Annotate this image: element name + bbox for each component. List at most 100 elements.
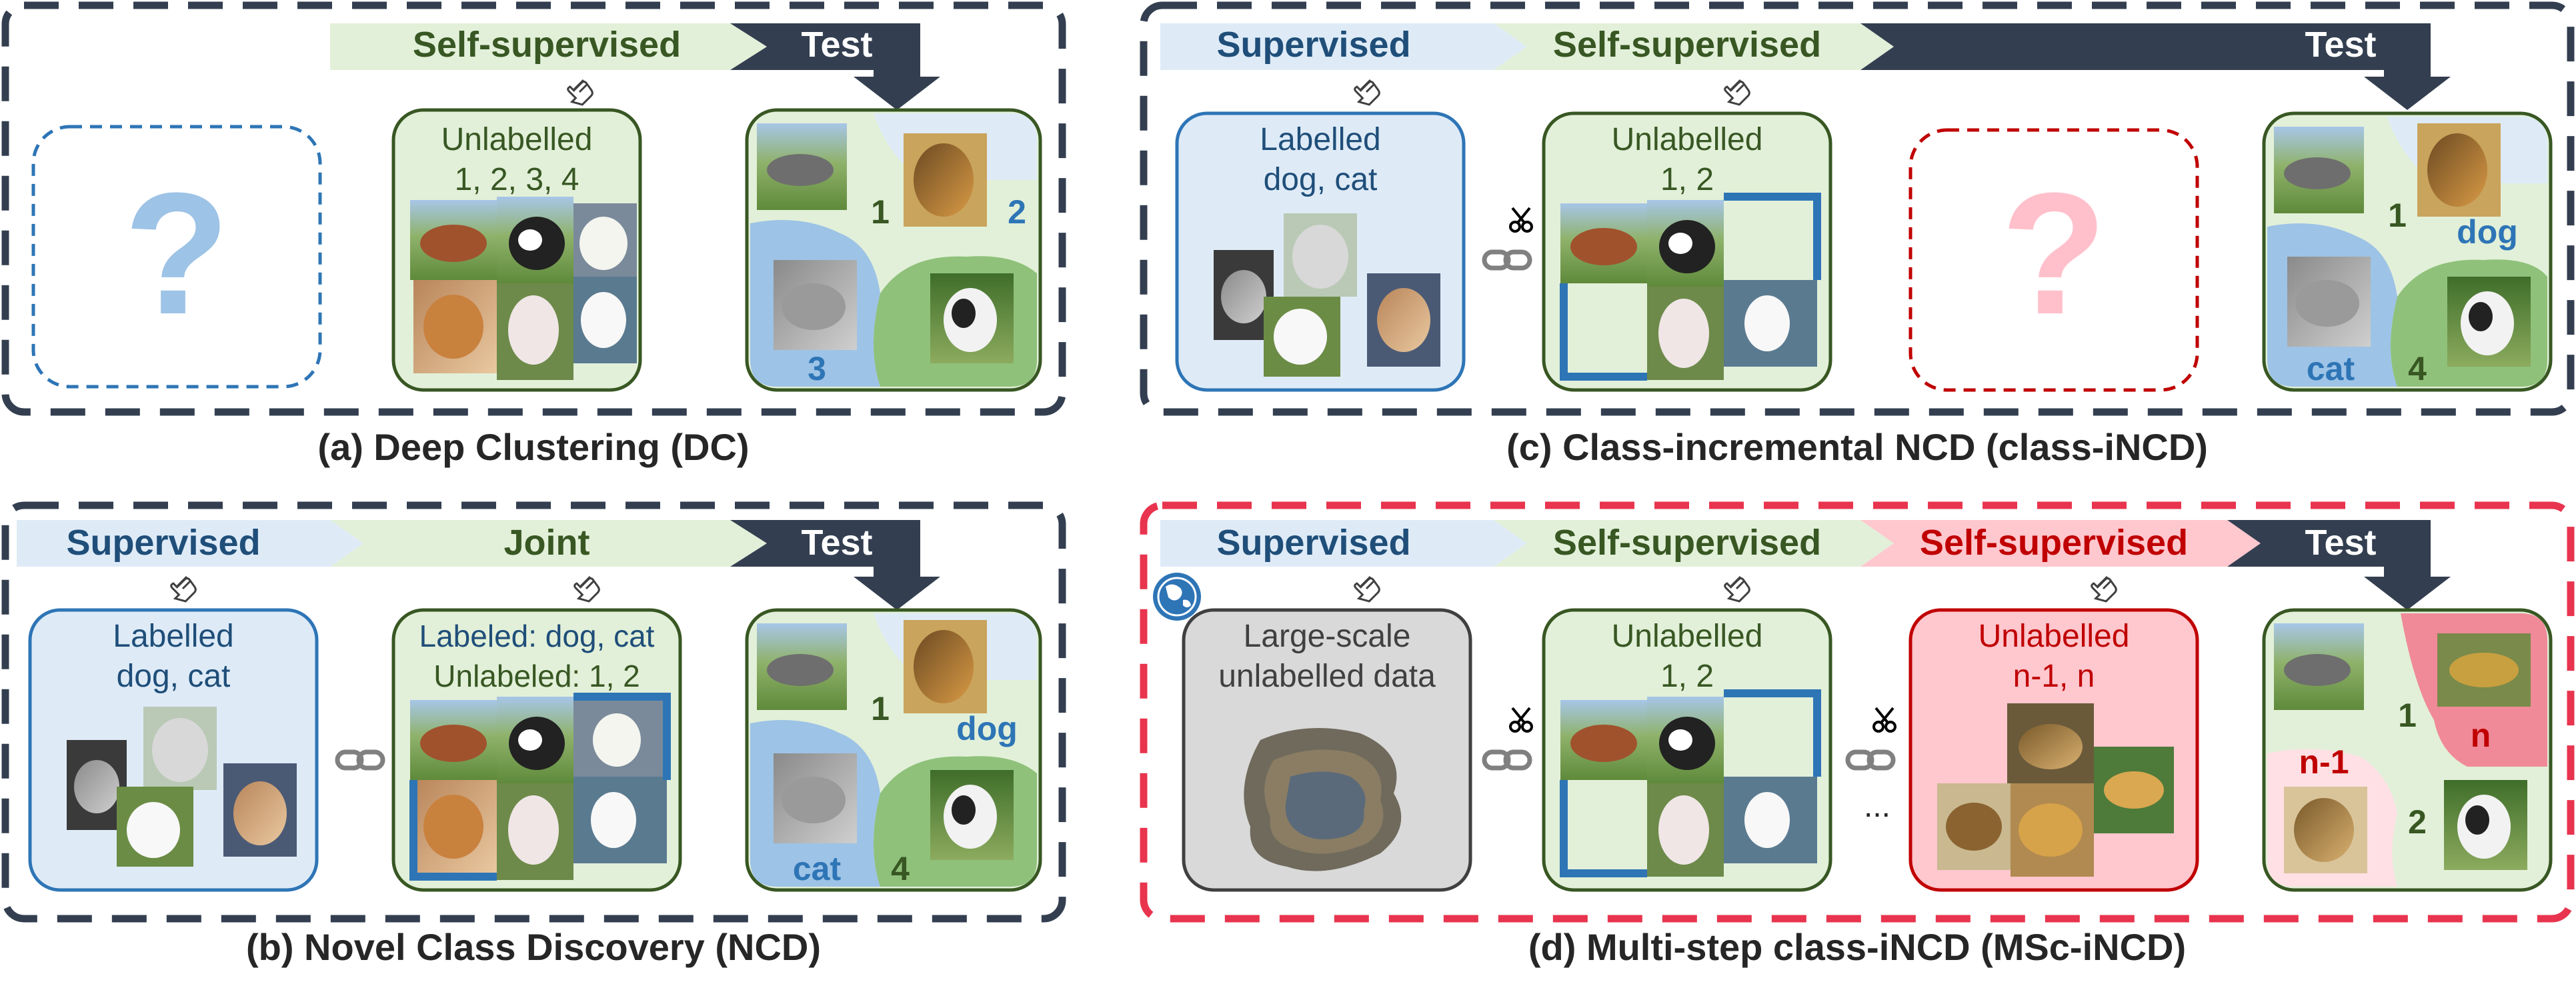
unlabelled-title: Unlabelled xyxy=(1612,619,1763,654)
test-label-1: 1 xyxy=(2388,197,2407,234)
unlabelled-classes: 1, 2, 3, 4 xyxy=(455,162,579,197)
test-result-box: 1 dog cat 4 xyxy=(745,608,1042,892)
supervised-stage-arrow xyxy=(1160,23,1527,70)
panel-c: Supervised Self-supervised Test Labelled… xyxy=(1140,1,2575,416)
question-mark-icon: ? xyxy=(124,157,230,351)
stage-label-supervised: Supervised xyxy=(66,523,260,563)
stage-label-test: Test xyxy=(2305,25,2376,65)
panel-b: Supervised Joint Test Labelled dog, cat … xyxy=(1,501,1066,923)
test-label-n-minus-1: n-1 xyxy=(2299,743,2349,781)
caption-a: (a) Deep Clustering (DC) xyxy=(317,426,749,468)
unlabelled-2-classes: n-1, n xyxy=(2013,659,2095,694)
large-scale-line1: Large-scale xyxy=(1244,619,1411,654)
labelled-title: Labelled xyxy=(113,619,234,654)
unlabelled-title: Unlabelled xyxy=(1612,122,1763,157)
self-supervised-2-stage-arrow xyxy=(1860,520,2261,567)
self-supervised-stage-arrow xyxy=(330,23,767,70)
caption-b: (b) Novel Class Discovery (NCD) xyxy=(246,926,821,968)
caption-c: (c) Class-incremental NCD (class-iNCD) xyxy=(1506,426,2208,468)
stage-label-supervised: Supervised xyxy=(1216,523,1410,563)
hand-pointer-icon xyxy=(1349,572,1383,607)
test-label-cat: cat xyxy=(793,850,842,887)
test-result-box: 1 dog cat 4 xyxy=(2262,111,2553,392)
test-stage-arrow xyxy=(730,23,940,110)
test-label-cat: cat xyxy=(2307,350,2355,387)
test-label-2: 2 xyxy=(1008,193,1026,231)
unlabelled-2-title: Unlabelled xyxy=(1979,619,2130,654)
self-supervised-stage-arrow xyxy=(1494,520,1894,567)
joint-stage-arrow xyxy=(330,520,767,567)
stage-label-self-supervised-2: Self-supervised xyxy=(1920,523,2188,563)
caption-d: (d) Multi-step class-iNCD (MSc-iNCD) xyxy=(1528,926,2186,968)
unlabelled-image-collage xyxy=(410,197,637,380)
test-label-4: 4 xyxy=(2408,350,2427,387)
unlabelled-classes: 1, 2 xyxy=(1660,162,1714,197)
stage-label-test: Test xyxy=(2305,523,2376,563)
panel-a: Self-supervised Test ? Unlabelled 1, 2, … xyxy=(1,1,1066,416)
test-label-n: n xyxy=(2471,717,2491,754)
scissors-icon xyxy=(1872,707,1896,733)
test-label-1: 1 xyxy=(871,690,890,727)
test-label-4: 4 xyxy=(891,850,910,887)
joint-labeled-line: Labeled: dog, cat xyxy=(419,619,655,653)
labelled-image-collage xyxy=(67,707,297,867)
lion-leopard-image-collage xyxy=(1937,703,2174,877)
scissors-icon xyxy=(1509,707,1533,733)
panel-c-border xyxy=(1140,1,2575,416)
ellipsis: ... xyxy=(1864,789,1890,824)
test-result-box: 1 2 3 xyxy=(745,108,1042,392)
empty-unlabelled-box xyxy=(1908,128,2199,392)
stage-label-joint: Joint xyxy=(504,523,590,563)
chain-link-icon xyxy=(1484,752,1530,768)
unlabelled-image-collage xyxy=(1560,193,1821,381)
labelled-classes: dog, cat xyxy=(117,659,231,694)
stage-label-supervised: Supervised xyxy=(1216,25,1410,65)
self-supervised-stage-arrow xyxy=(1494,23,1894,70)
test-label-dog: dog xyxy=(956,710,1018,747)
supervised-stage-arrow xyxy=(1160,520,1527,567)
test-stage-arrow xyxy=(2227,520,2451,610)
stage-label-self-supervised: Self-supervised xyxy=(1553,25,1821,65)
test-label-dog: dog xyxy=(2457,213,2518,251)
joint-image-collage xyxy=(409,693,671,881)
large-scale-line2: unlabelled data xyxy=(1218,659,1436,694)
stage-label-self-supervised: Self-supervised xyxy=(413,25,681,65)
labelled-title: Labelled xyxy=(1260,122,1381,157)
test-stage-arrow xyxy=(730,520,940,610)
joint-unlabeled-line: Unlabeled: 1, 2 xyxy=(433,659,639,693)
hand-pointer-icon xyxy=(562,75,596,110)
hand-pointer-icon xyxy=(569,572,603,607)
hand-pointer-icon xyxy=(165,572,199,607)
large-scale-image-mosaic xyxy=(1244,728,1402,871)
stage-label-test: Test xyxy=(801,523,872,563)
test-stage-arrow xyxy=(1860,23,2451,110)
scissors-icon xyxy=(1509,207,1533,233)
unlabelled-classes: 1, 2 xyxy=(1660,659,1714,694)
panel-d: Supervised Self-supervised Self-supervis… xyxy=(1140,501,2575,923)
panel-d-border xyxy=(1140,501,2575,923)
question-mark-icon: ? xyxy=(2001,157,2107,351)
test-label-1: 1 xyxy=(871,193,890,231)
chain-link-icon xyxy=(337,752,383,768)
panel-b-border xyxy=(1,501,1066,923)
test-label-3: 3 xyxy=(808,350,826,387)
stage-label-self-supervised: Self-supervised xyxy=(1553,523,1821,563)
labelled-classes: dog, cat xyxy=(1264,162,1378,197)
test-label-1: 1 xyxy=(2398,697,2417,734)
hand-pointer-icon xyxy=(1349,75,1383,110)
unlabelled-title: Unlabelled xyxy=(441,122,593,157)
test-label-2: 2 xyxy=(2408,803,2427,841)
chain-link-icon xyxy=(1848,752,1893,768)
globe-icon xyxy=(1153,573,1201,621)
hand-pointer-icon xyxy=(1719,572,1753,607)
stage-label-test: Test xyxy=(801,25,872,65)
chain-link-icon xyxy=(1484,252,1530,268)
test-result-box: 1 n n-1 2 xyxy=(2262,608,2553,892)
hand-pointer-icon xyxy=(2086,572,2120,607)
hand-pointer-icon xyxy=(1719,75,1753,110)
unlabelled-image-collage xyxy=(1560,689,1821,877)
empty-labelled-box xyxy=(31,125,322,389)
supervised-stage-arrow xyxy=(17,520,363,567)
labelled-image-collage xyxy=(1214,213,1440,377)
